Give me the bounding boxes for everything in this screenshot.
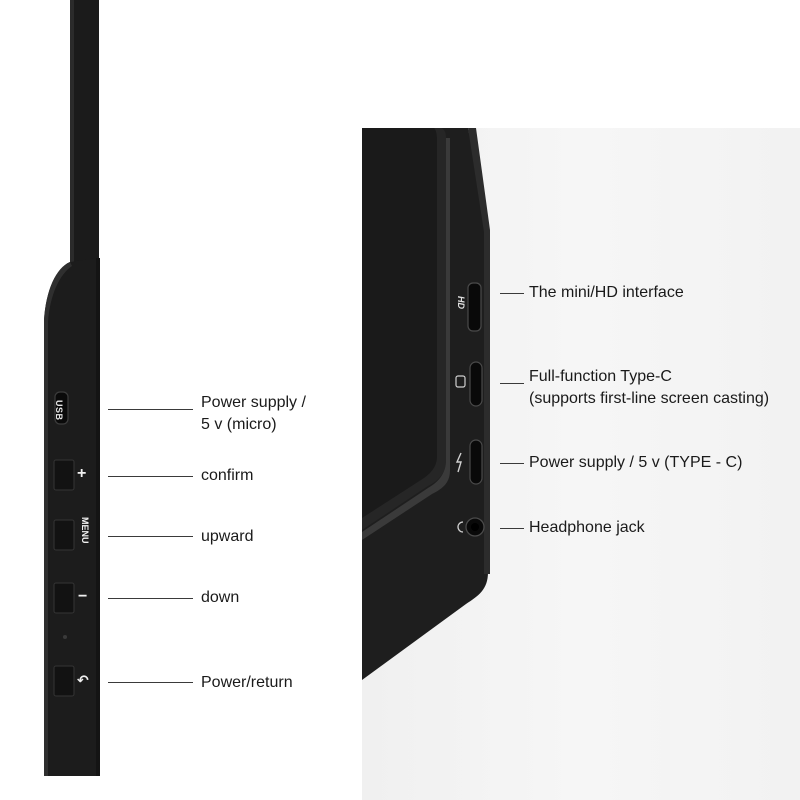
menu-mark: MENU <box>80 517 90 544</box>
monitor-angled-view <box>362 128 490 680</box>
mini-hd-port <box>467 282 482 332</box>
label-type-c: Full-function Type-C (supports first-lin… <box>529 368 770 407</box>
power-button <box>53 665 75 697</box>
label-headphone-jack: Headphone jack <box>529 519 645 536</box>
minus-mark: − <box>78 588 88 605</box>
leader-line-confirm <box>108 476 193 477</box>
label-upward: upward <box>201 528 254 545</box>
usb-mark: USB <box>54 400 64 421</box>
leader-line-headphone <box>500 528 524 529</box>
power-bolt-icon <box>455 452 462 473</box>
leader-line-type-c <box>500 383 524 384</box>
leader-line-mini-hd <box>500 293 524 294</box>
type-c-power-port <box>469 439 483 485</box>
menu-button <box>53 519 75 551</box>
leader-line-down <box>108 598 193 599</box>
leader-line-type-c-power <box>500 463 524 464</box>
label-power-return: Power/return <box>201 674 293 691</box>
label-type-c-power: Power supply / 5 v (TYPE - C) <box>529 454 743 471</box>
indicator-led <box>63 635 67 639</box>
micro-usb-port <box>54 391 69 425</box>
hd-mark: HD <box>456 296 466 309</box>
monitor-side-view <box>44 0 100 776</box>
leader-line-power-return <box>108 682 193 683</box>
type-c-port <box>469 361 483 407</box>
plus-mark: + <box>77 465 87 482</box>
label-down: down <box>201 589 240 606</box>
leader-line-upward <box>108 536 193 537</box>
label-mini-hd: The mini/HD interface <box>529 284 684 301</box>
leader-line-usb <box>108 409 193 410</box>
plus-button <box>53 459 75 491</box>
headphone-icon <box>457 521 464 533</box>
power-mark: ↶ <box>77 672 89 688</box>
minus-button <box>53 582 75 614</box>
display-icon <box>455 375 466 388</box>
label-power-supply-micro: Power supply / 5 v (micro) <box>201 394 306 433</box>
label-confirm: confirm <box>201 467 254 484</box>
